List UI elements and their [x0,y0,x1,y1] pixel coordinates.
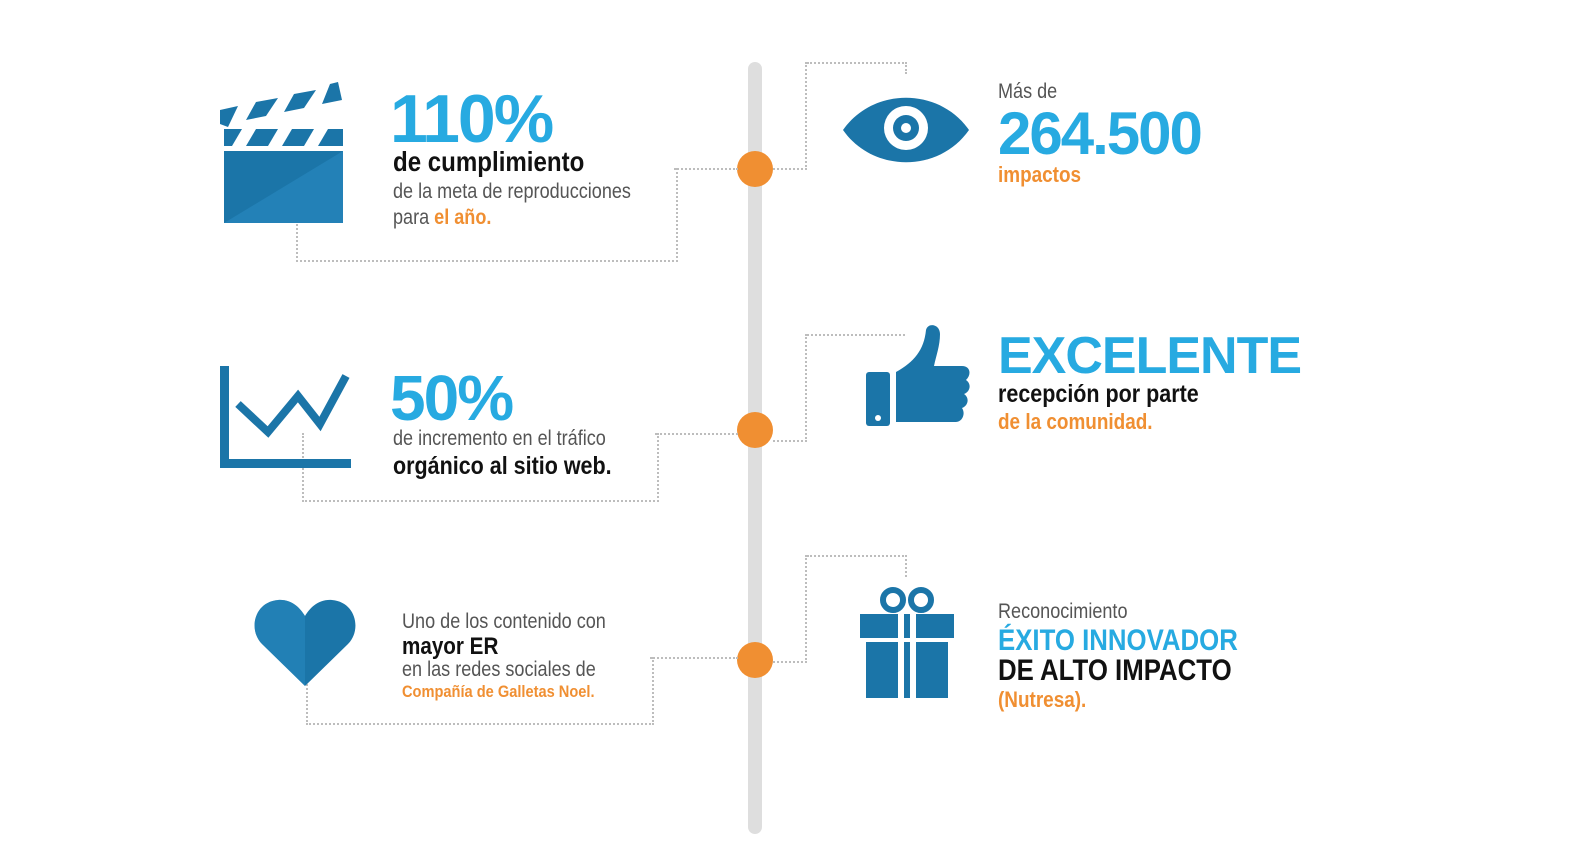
timeline-node-1 [737,151,773,187]
reproductions-line1: de cumplimiento [393,146,585,177]
connector-right-3-top [807,555,907,577]
reproductions-line3: para el año. [393,206,631,230]
award-line1: ÉXITO INNOVADOR [998,624,1238,657]
connector-left-3 [306,657,654,725]
connector-left-1-top [674,168,738,170]
timeline-node-2 [737,412,773,448]
impacts-prefix: Más de [998,80,1058,103]
connector-right-1-top [807,62,907,74]
heart-icon [254,599,356,686]
reception-line1: recepción por parte [998,380,1199,408]
eye-icon [843,97,969,163]
clapperboard-icon [220,82,343,223]
impacts-value: 264.500 [998,100,1203,167]
line-chart-icon [220,366,351,468]
reception-value: EXCELENTE [998,327,1302,385]
connector-right-3 [773,555,807,663]
award-prefix: Reconocimiento [998,600,1128,623]
engagement-line4: Compañía de Galletas Noel. [402,682,595,701]
traffic-value: 50% [390,362,514,434]
engagement-line1: Uno de los contenido con [402,610,606,633]
traffic-line2: orgánico al sitio web. [393,452,612,480]
gift-icon [860,587,954,698]
reproductions-line2: de la meta de reproducciones [393,180,631,203]
reproductions-line3-highlight: el año. [434,206,492,229]
engagement-line2: mayor ER [402,633,499,660]
connector-left-2-top [655,433,738,435]
engagement-line3: en las redes sociales de [402,658,596,681]
connector-right-1 [773,62,807,170]
reception-line2: de la comunidad. [998,409,1153,434]
timeline-node-3 [737,642,773,678]
thumbs-up-icon [866,325,970,426]
connector-left-3-top [650,657,738,659]
traffic-line1: de incremento en el tráfico [393,427,606,450]
reproductions-line3-prefix: para [393,206,435,229]
connector-right-2-top [807,334,905,336]
impacts-label: impactos [998,162,1082,187]
timeline-bar [748,62,762,834]
reproductions-value: 110% [390,81,554,157]
award-line3: (Nutresa). [998,687,1087,712]
award-line2: DE ALTO IMPACTO [998,654,1232,687]
connector-right-2 [773,334,807,442]
